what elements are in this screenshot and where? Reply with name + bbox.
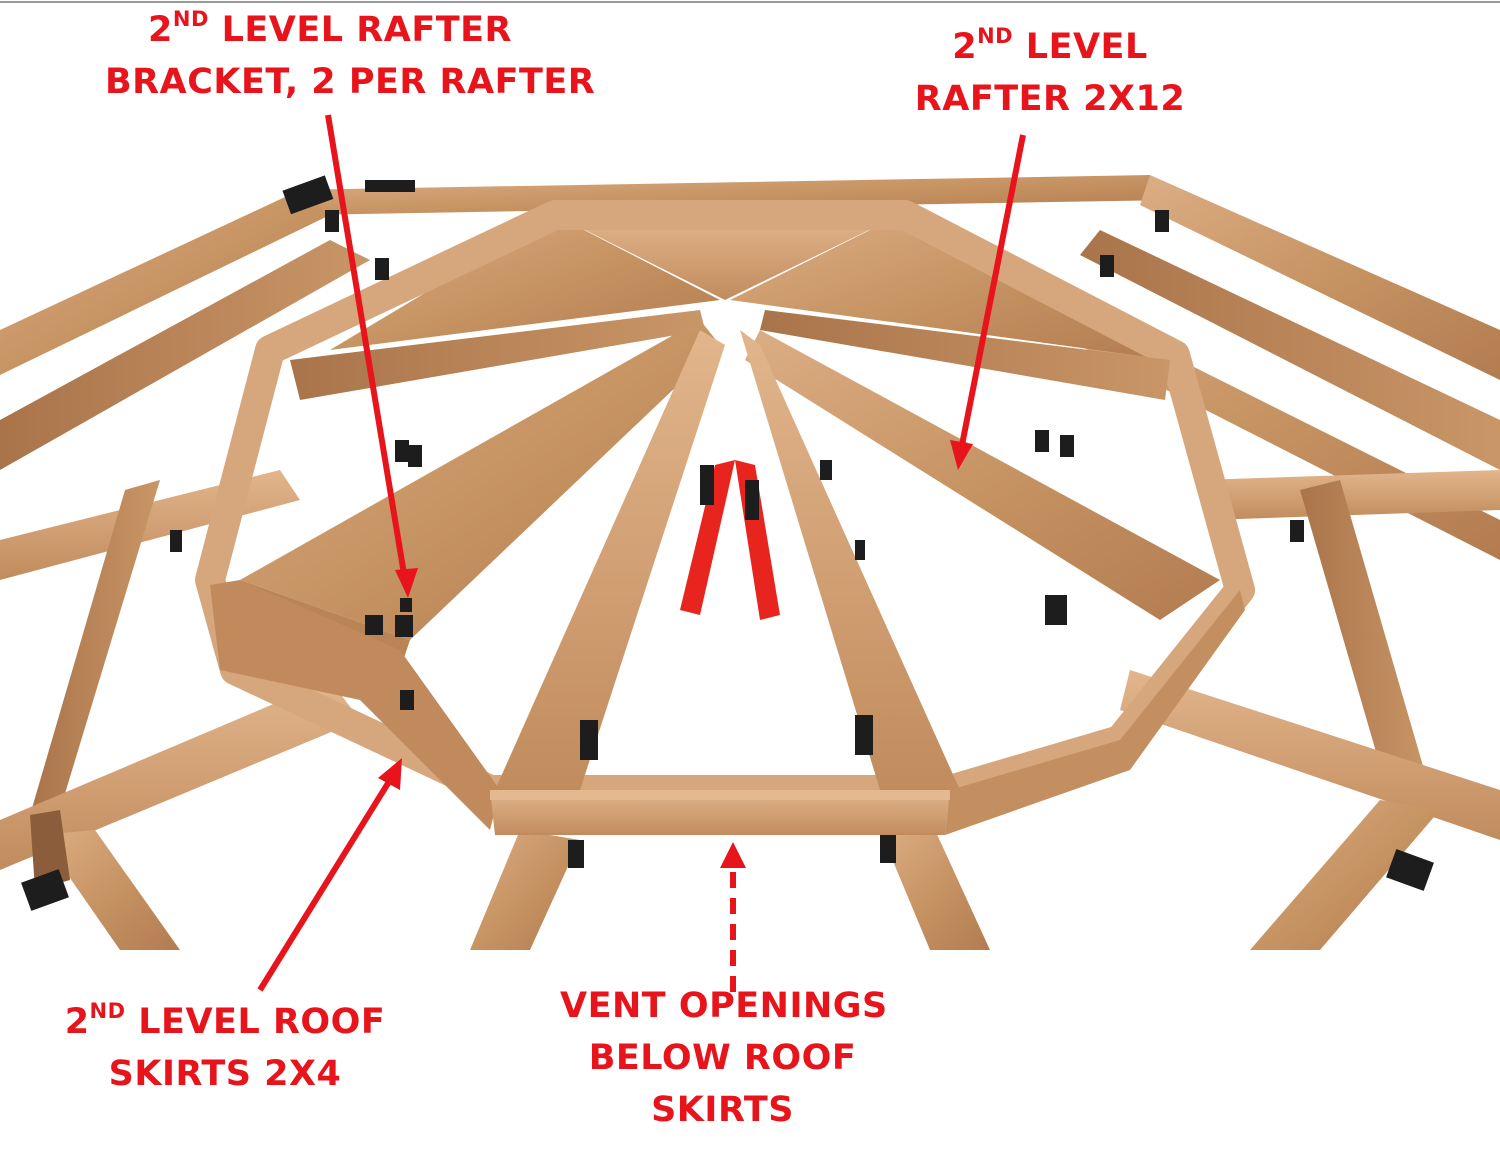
label-rafter-bracket: 2ND LEVEL RAFTER BRACKET, 2 PER RAFTER — [105, 7, 596, 102]
arrow-rafter-2x12 — [959, 134, 1026, 446]
pointer-arrows — [257, 114, 1026, 992]
label-rafter-2x12: 2ND LEVEL RAFTER 2X12 — [914, 24, 1186, 119]
upper-rafter-assembly — [195, 200, 1255, 835]
arrow-roof-skirts — [257, 778, 393, 992]
arrow-rafter-bracket — [325, 114, 408, 581]
background-structure — [0, 1, 1500, 950]
label-vent-openings: VENT OPENINGS BELOW ROOF SKIRTS — [560, 986, 888, 1130]
label-roof-skirts: 2ND LEVEL ROOF SKIRTS 2X4 — [64, 999, 386, 1094]
brackets — [21, 175, 1434, 911]
